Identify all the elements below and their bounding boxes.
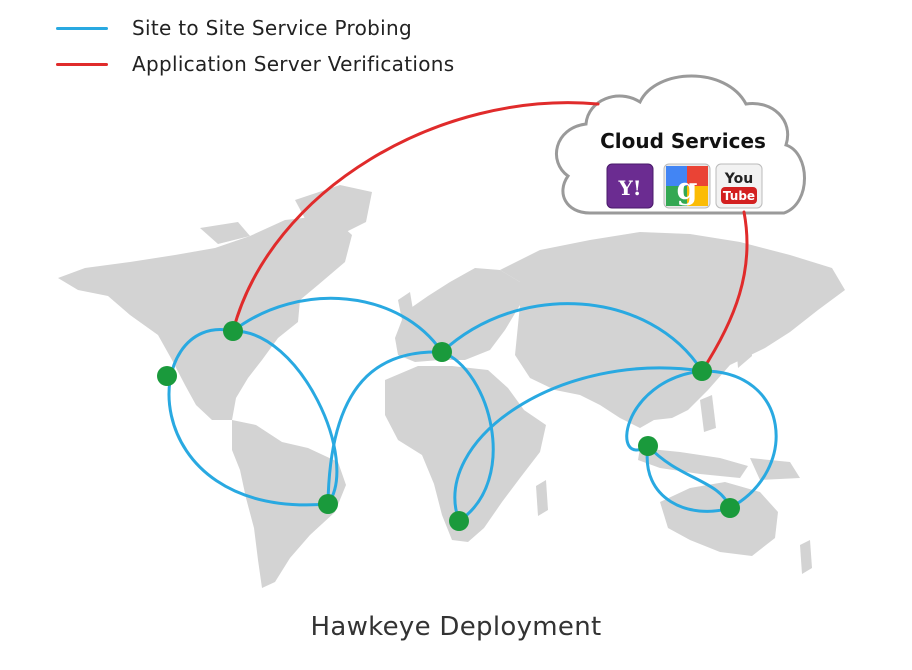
cloud-services-group: Cloud Services Y! g You Tube [554,74,806,215]
youtube-logo: You Tube [715,163,763,209]
legend-item-verifications: Application Server Verifications [56,46,454,82]
continent-asia [500,232,845,428]
node-north-america-east [223,321,243,341]
yahoo-logo-text: Y! [617,176,641,200]
verification-links [231,101,749,373]
probe-link-europe-sa [326,350,444,506]
island-arctic [200,222,250,244]
node-south-africa [449,511,469,531]
island-uk [398,292,414,320]
verify-link-north-america [231,101,600,333]
continent-europe [395,268,520,362]
legend-swatch-blue [56,26,108,30]
island-japan [735,320,752,368]
continent-africa [385,366,546,542]
site-nodes [157,321,740,531]
island-greenland [295,185,372,236]
node-east-asia [692,361,712,381]
continent-north-america [58,215,352,420]
probe-link-europe-asia [440,302,704,373]
island-indonesia [638,448,748,478]
node-southeast-asia [638,436,658,456]
island-new-guinea [750,458,800,480]
google-logo: g [663,163,711,209]
legend-swatch-red [56,62,108,66]
verify-link-asia [700,210,749,373]
continent-australia [660,482,778,556]
yahoo-logo: Y! [606,163,654,209]
legend-label: Site to Site Service Probing [132,16,412,40]
probe-link-na-europe [231,296,444,354]
node-australia [720,498,740,518]
legend-item-probing: Site to Site Service Probing [56,10,454,46]
youtube-logo-text-bottom: Tube [723,189,755,203]
probe-link-africa-asia [453,366,704,523]
probing-links [167,296,778,523]
probe-link-americas-loop [167,328,339,507]
legend-label: Application Server Verifications [132,52,455,76]
island-philippines [700,395,716,432]
island-new-zealand [800,540,812,574]
node-south-america [318,494,338,514]
probe-link-asia-loop [625,369,778,513]
node-north-america-west [157,366,177,386]
island-madagascar [536,480,548,516]
node-europe [432,342,452,362]
legend: Site to Site Service Probing Application… [56,10,454,82]
google-logo-text: g [677,172,698,207]
youtube-logo-text-top: You [724,171,753,187]
diagram-caption: Hawkeye Deployment [310,612,602,642]
cloud-title: Cloud Services [600,129,766,153]
